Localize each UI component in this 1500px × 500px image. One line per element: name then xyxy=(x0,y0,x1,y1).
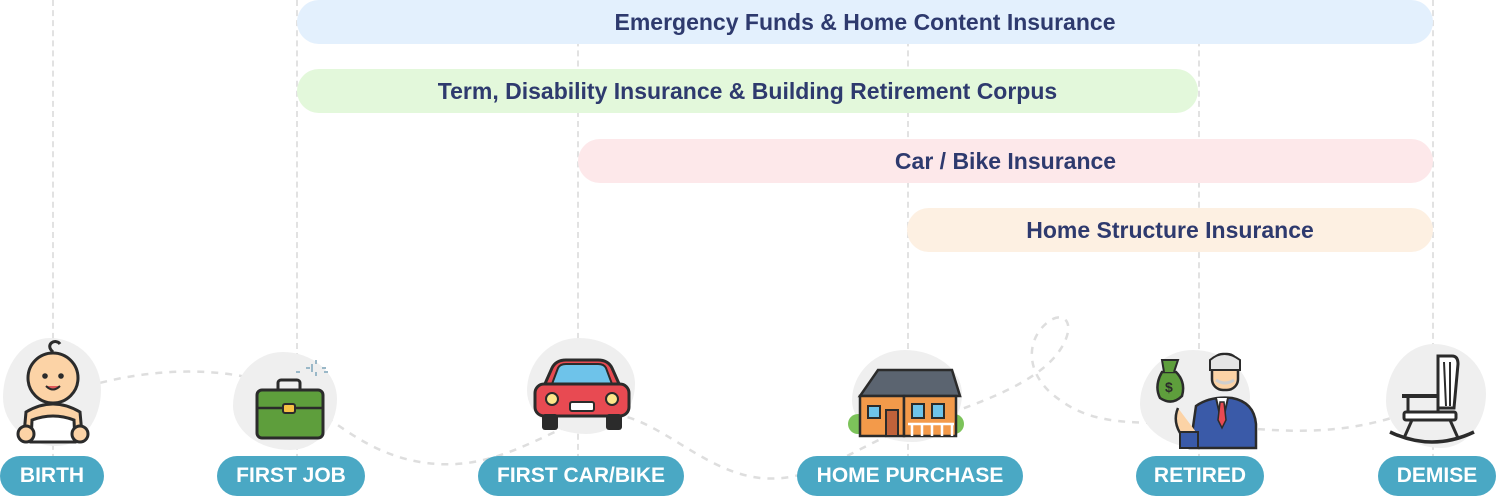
milestone-label: RETIRED xyxy=(1153,464,1247,487)
baby-icon xyxy=(16,340,90,444)
coverage-band-term-disability: Term, Disability Insurance & Building Re… xyxy=(297,69,1198,113)
milestone-label: BIRTH xyxy=(19,464,85,487)
milestone-birth: BIRTH xyxy=(0,456,104,496)
milestone-first-car-bike: FIRST CAR/BIKE xyxy=(478,456,684,496)
coverage-band-label: Emergency Funds & Home Content Insurance xyxy=(614,8,1116,35)
milestone-home-purchase: HOME PURCHASE xyxy=(797,456,1023,496)
briefcase-icon xyxy=(255,360,328,440)
timeline-guide-first-car xyxy=(577,0,579,470)
milestone-label: FIRST JOB xyxy=(236,464,346,487)
house-icon xyxy=(848,368,964,438)
coverage-band-label: Car / Bike Insurance xyxy=(894,147,1117,174)
coverage-band-label: Term, Disability Insurance & Building Re… xyxy=(437,77,1058,104)
car-icon xyxy=(533,358,631,430)
milestone-retired: RETIRED xyxy=(1136,456,1264,496)
timeline-guide-first-job xyxy=(296,0,298,470)
coverage-band-home-structure: Home Structure Insurance xyxy=(907,208,1433,252)
retiree-icon: $ xyxy=(1156,352,1258,450)
coverage-band-emergency-funds: Emergency Funds & Home Content Insurance xyxy=(297,0,1433,44)
milestone-label: FIRST CAR/BIKE xyxy=(497,464,665,487)
timeline-guide-birth xyxy=(52,0,54,470)
timeline-guide-demise xyxy=(1432,0,1434,470)
coverage-band-label: Home Structure Insurance xyxy=(1026,216,1314,243)
milestone-first-job: FIRST JOB xyxy=(217,456,365,496)
svg-text:$: $ xyxy=(1165,379,1173,395)
milestone-demise: DEMISE xyxy=(1378,456,1496,496)
milestone-label: DEMISE xyxy=(1396,464,1478,487)
rocking-chair-icon xyxy=(1389,354,1475,444)
milestone-label: HOME PURCHASE xyxy=(816,464,1004,487)
coverage-band-car-bike: Car / Bike Insurance xyxy=(578,139,1433,183)
